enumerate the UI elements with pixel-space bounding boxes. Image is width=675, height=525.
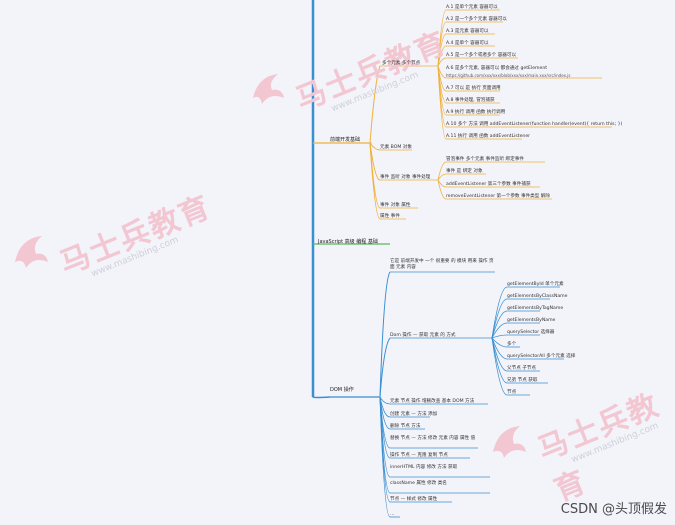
node[interactable]: 多个 xyxy=(507,342,517,347)
node[interactable]: 父节点 子节点 xyxy=(507,366,537,371)
node-branch[interactable]: 前端开发基础 xyxy=(330,137,361,143)
node[interactable]: 它是 前端开发中 一个 很重要 的 模块 用来 操作 页面 元素 内容 xyxy=(390,259,494,270)
node[interactable]: A.7 可以 是 执行 页面调用 xyxy=(446,86,501,91)
brand-logo-icon xyxy=(493,426,526,458)
node[interactable]: A.10 多个 方法 调用 addEventListener(function … xyxy=(446,122,623,127)
connector-line xyxy=(491,298,508,339)
connector-line xyxy=(491,337,508,360)
node[interactable]: getElementById 单个元素 xyxy=(507,282,564,287)
node[interactable]: A.9 执行 调用 函数 执行调用 xyxy=(446,110,506,115)
connector-line xyxy=(491,337,508,348)
csdn-credit: CSDN @头顶假发 xyxy=(560,502,667,517)
connector-line xyxy=(491,334,508,339)
node[interactable]: 操作 节点 — 克隆 复制 节点 xyxy=(390,453,448,458)
connector-line xyxy=(379,271,391,398)
node[interactable]: 元素 节点 操作 增删改查 基本 DOM 方法 xyxy=(390,399,475,404)
node[interactable]: getElementsByClassName xyxy=(507,294,568,299)
node[interactable]: A.11 执行 调用 函数 addEventListener xyxy=(446,134,531,139)
node[interactable]: addEventListener 第三个参数 事件捕获 xyxy=(446,182,531,187)
node[interactable]: ... xyxy=(390,512,395,517)
connector-line xyxy=(437,65,447,140)
node[interactable]: 属性 事件 xyxy=(380,214,400,219)
connector-line xyxy=(491,310,508,339)
node-link[interactable]: https://github.com/xxx/xxx/blob/xxx/xxx/… xyxy=(446,73,571,78)
connector-line xyxy=(369,142,381,151)
node[interactable]: 创建 元素 — 方法 添加 xyxy=(390,412,438,417)
connector-line xyxy=(437,179,447,200)
node[interactable]: getElementsByTagName xyxy=(507,306,564,311)
brand-logo-icon xyxy=(15,236,48,268)
connector-line xyxy=(379,396,391,518)
node-branch-root[interactable]: DOM 操作 xyxy=(330,387,354,393)
node[interactable]: querySelector 选择器 xyxy=(507,330,555,335)
node[interactable]: 删除 节点 方法 xyxy=(390,424,421,429)
node[interactable]: 事件 对象 属性 xyxy=(380,203,411,208)
node[interactable]: A.8 事件处理, 冒泡捕获 xyxy=(446,98,495,103)
brand-logo-icon xyxy=(253,74,284,104)
connector-line xyxy=(379,337,391,398)
node[interactable]: 节点 — 样式 修改 属性 xyxy=(390,497,438,502)
node[interactable]: 节点 xyxy=(507,390,517,395)
node[interactable]: getElementsByName xyxy=(507,318,556,323)
node[interactable]: A.2 是一个多个元素 容器可以 xyxy=(446,17,507,22)
node[interactable]: 冒泡事件 多个元素 事件监听 绑定事件 xyxy=(446,157,524,162)
node[interactable]: className 属性 修改 类名 xyxy=(390,481,447,486)
node[interactable]: querySelectorAll 多个元素 选择 xyxy=(507,354,576,359)
node[interactable]: A.1 是单个元素 容器可以 xyxy=(446,5,498,10)
connector-line xyxy=(437,173,447,181)
connector-line xyxy=(437,57,447,67)
node[interactable]: 事件 监听 对象 事件处理 xyxy=(380,175,431,180)
node[interactable]: A.4 是单个 容器可以 xyxy=(446,41,489,46)
connector-line xyxy=(491,337,508,396)
node[interactable]: innerHTML 内容 修改 方法 获取 xyxy=(390,465,458,470)
node[interactable]: removeEventListener 第一个参数 事件类型 解除 xyxy=(446,194,550,199)
node[interactable]: A.6 是多个元素, 容器可以 都会通过 getElement xyxy=(446,66,548,71)
node[interactable]: Dom 操作 — 获取 元素 的 方式 xyxy=(390,333,456,338)
node[interactable]: 元素 BOM 对象 xyxy=(380,145,412,150)
connector-line xyxy=(437,161,447,181)
connector-line xyxy=(379,396,391,405)
connector-line xyxy=(437,45,447,67)
node[interactable]: 替换 节点 — 方法 修改 元素 内容 属性 值 xyxy=(390,436,476,441)
node[interactable]: A.5 是一个多个或者多个 容器可以 xyxy=(446,53,517,58)
node[interactable]: 多个元素 多个节点 xyxy=(382,61,421,66)
connector-line xyxy=(491,322,508,339)
node[interactable]: 事件 是 绑定 对象 xyxy=(446,169,483,174)
node[interactable]: 兄弟 节点 获取 xyxy=(507,378,538,383)
branch-line xyxy=(369,65,381,144)
spine-line xyxy=(312,396,331,399)
node[interactable]: A.3 是元素 容器可以 xyxy=(446,29,489,34)
node-branch[interactable]: JavaScript 高级 编程 基础 xyxy=(318,239,378,245)
connector-line xyxy=(369,142,381,220)
connector-line xyxy=(437,179,447,188)
